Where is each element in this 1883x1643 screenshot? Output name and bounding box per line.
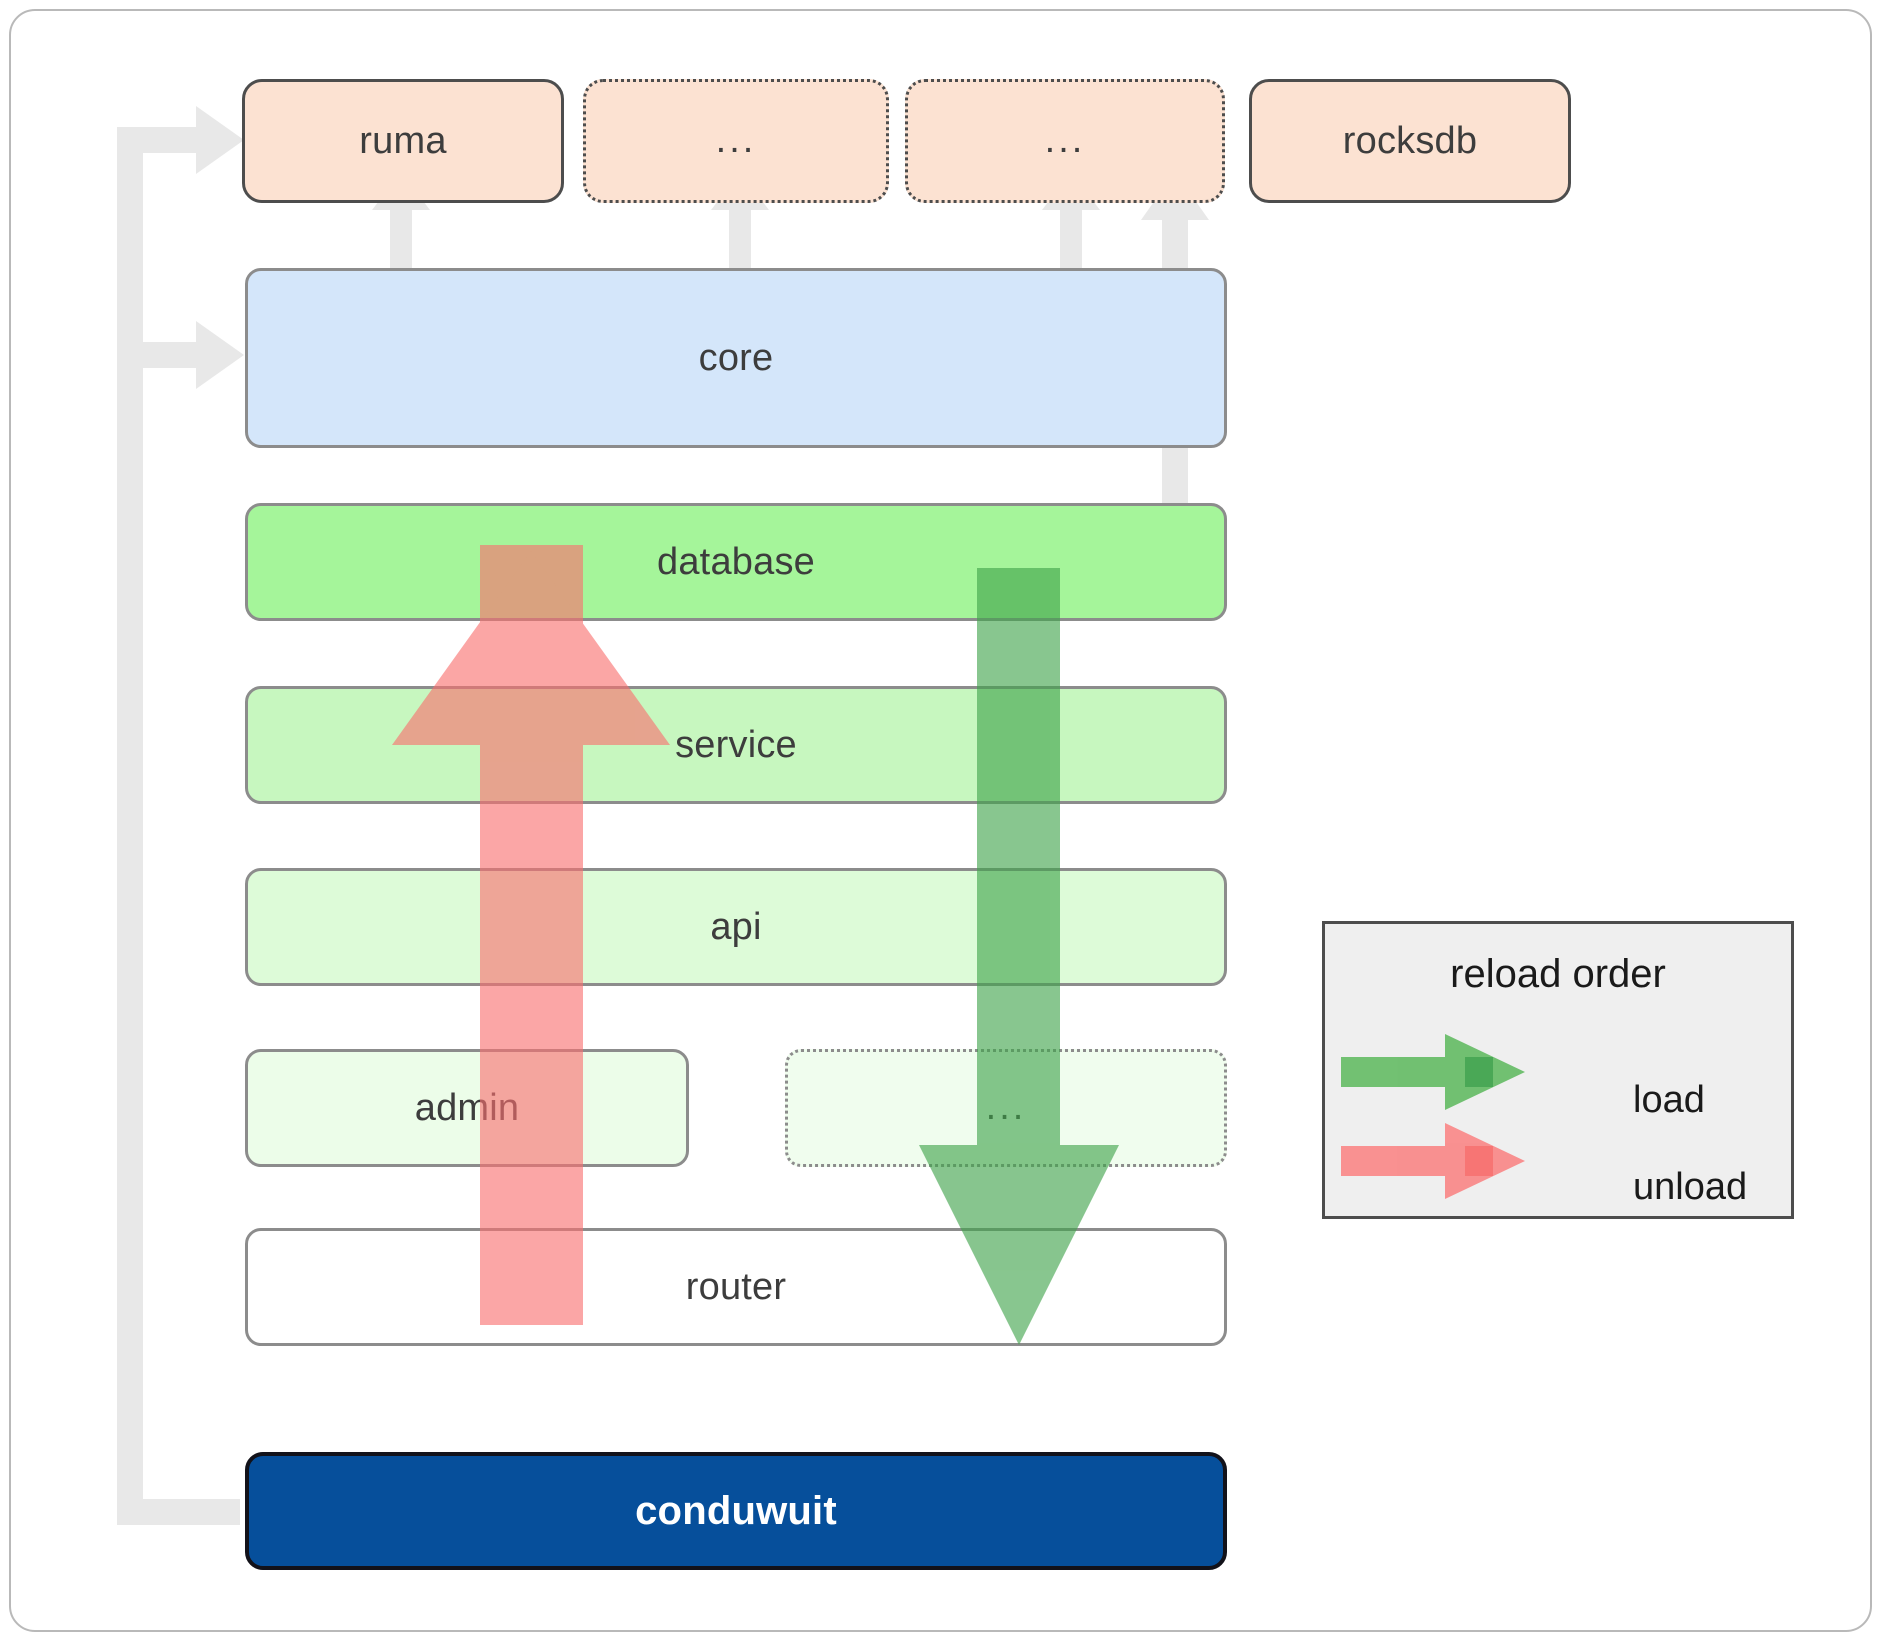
layer-label-ellipsis: ... xyxy=(985,1086,1027,1129)
layer-label-admin: admin xyxy=(414,1086,520,1129)
dep-box-rocksdb[interactable]: rocksdb xyxy=(1249,79,1571,203)
legend-arrow-icons xyxy=(1341,1034,1525,1199)
layer-label-api: api xyxy=(710,905,762,948)
dep-box-ellipsis-2[interactable]: ... xyxy=(905,79,1225,203)
layer-label-service: service xyxy=(675,723,797,766)
dep-label-rocksdb: rocksdb xyxy=(1342,119,1478,162)
dep-label-ellipsis-1: ... xyxy=(715,119,757,162)
diagram-panel xyxy=(9,9,1872,1632)
app-box-conduwuit[interactable]: conduwuit xyxy=(245,1452,1227,1570)
dep-label-ruma: ruma xyxy=(359,119,447,162)
legend-box: reload order load unload xyxy=(1322,921,1794,1219)
legend-load-arrow-icon xyxy=(1341,1034,1525,1110)
layer-box-database[interactable]: database xyxy=(245,503,1227,621)
legend-title: reload order xyxy=(1450,952,1666,996)
legend-label-load: load xyxy=(1633,1079,1705,1121)
layer-box-admin[interactable]: admin xyxy=(245,1049,689,1167)
legend-label-unload: unload xyxy=(1633,1166,1748,1208)
dep-box-ruma[interactable]: ruma xyxy=(242,79,564,203)
layer-box-service[interactable]: service xyxy=(245,686,1227,804)
layer-label-router: router xyxy=(685,1265,787,1308)
dep-label-ellipsis-2: ... xyxy=(1044,119,1086,162)
app-label-conduwuit: conduwuit xyxy=(635,1488,837,1533)
layer-box-api[interactable]: api xyxy=(245,868,1227,986)
layer-box-ellipsis[interactable]: ... xyxy=(785,1049,1227,1167)
layer-label-database: database xyxy=(657,540,815,583)
dep-box-ellipsis-1[interactable]: ... xyxy=(583,79,889,203)
layer-box-router[interactable]: router xyxy=(245,1228,1227,1346)
layer-label-core: core xyxy=(698,336,774,379)
legend-unload-arrow-icon xyxy=(1341,1123,1525,1199)
layer-box-core[interactable]: core xyxy=(245,268,1227,448)
